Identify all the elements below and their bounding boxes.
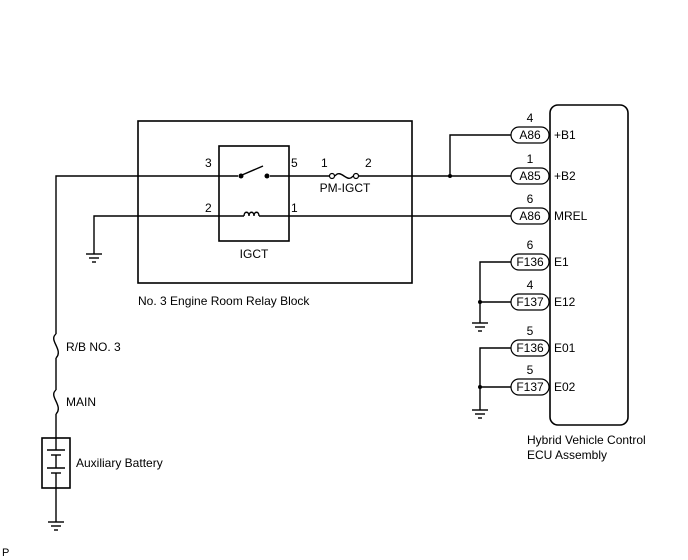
rb-no3-fuse-label: R/B NO. 3 (66, 340, 121, 354)
connector-pin: 1 (527, 152, 534, 166)
terminal-name: MREL (554, 209, 588, 223)
wire-feed (55, 175, 219, 334)
pm-igct-fuse-label: PM-IGCT (320, 181, 371, 195)
connector-code: F137 (516, 380, 544, 394)
ecu-label-line2: ECU Assembly (527, 448, 607, 462)
relay-switch-contact (219, 165, 289, 179)
terminal-name: E1 (554, 255, 569, 269)
connector-pin: 6 (527, 192, 534, 206)
ground-e1-icon (472, 322, 488, 332)
connector-code: A86 (519, 209, 541, 223)
junction-e02 (478, 385, 482, 389)
connector-code: F137 (516, 295, 544, 309)
battery-label: Auxiliary Battery (76, 456, 163, 470)
connector-code: A86 (519, 128, 541, 142)
igct-relay-label: IGCT (240, 247, 269, 261)
junction-e12 (478, 300, 482, 304)
ecu-frame (549, 104, 629, 426)
battery-icon (41, 437, 71, 489)
ecu-label-line1: Hybrid Vehicle Control (527, 433, 646, 447)
ecu-terminal-plus-b2: A85 1 +B2 (510, 152, 576, 185)
wire-coil-ground (93, 215, 219, 254)
terminal-name: E01 (554, 341, 576, 355)
connector-pin: 4 (527, 111, 534, 125)
relay-block-label: No. 3 Engine Room Relay Block (138, 294, 310, 308)
wire-b1 (449, 134, 511, 176)
connector-pin: 5 (527, 363, 534, 377)
connector-code: F136 (516, 255, 544, 269)
pin-1: 1 (291, 201, 298, 215)
connector-capsule (510, 167, 550, 185)
ground-e01-icon (472, 409, 488, 419)
corner-mark: P (2, 547, 9, 559)
fuse-pin-in: 1 (321, 156, 328, 170)
terminal-name: E02 (554, 380, 576, 394)
fuse-pin-out: 2 (365, 156, 372, 170)
wire-e01-ground (479, 347, 511, 410)
ecu-terminal-plus-b1: A86 4 +B1 (510, 111, 576, 144)
rb-no3-fuse-icon (53, 333, 59, 359)
connector-code: F136 (516, 341, 544, 355)
ecu-terminals: A864+B1A851+B2A866MRELF1366E1F1374E12F13… (510, 111, 588, 396)
terminal-name: +B1 (554, 128, 576, 142)
coil-ground-icon (86, 253, 102, 263)
igct-relay-frame (218, 145, 290, 242)
connector-code: A85 (519, 169, 541, 183)
wire-e1-ground (479, 261, 511, 323)
connector-pin: 6 (527, 238, 534, 252)
main-fuse-icon (53, 389, 59, 415)
pin-5: 5 (291, 156, 298, 170)
connector-capsule (510, 207, 550, 225)
main-fuse-label: MAIN (66, 395, 96, 409)
pin-3: 3 (205, 156, 212, 170)
connector-capsule (510, 126, 550, 144)
ecu-terminal-e1: F136 6E1 (510, 238, 569, 271)
relay-coil-icon (219, 211, 289, 217)
terminal-name: E12 (554, 295, 576, 309)
pm-igct-fuse-icon (289, 172, 360, 180)
battery-ground-icon (48, 521, 64, 531)
connector-pin: 5 (527, 324, 534, 338)
pin-2: 2 (205, 201, 212, 215)
connector-pin: 4 (527, 278, 534, 292)
terminal-name: +B2 (554, 169, 576, 183)
relay-block-frame (137, 120, 413, 284)
